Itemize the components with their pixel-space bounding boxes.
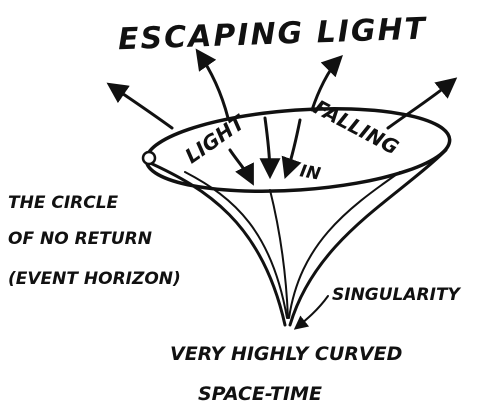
label-in: IN	[298, 161, 322, 184]
horizon-label-line1: THE CIRCLE	[8, 193, 119, 213]
horizon-label-line3: (EVENT HORIZON)	[8, 269, 181, 289]
funnel-left-wall	[148, 162, 285, 325]
falling-arrow-right	[286, 120, 300, 175]
label-light: LIGHT	[181, 109, 251, 168]
bottom-label-line2: SPACE-TIME	[198, 383, 322, 405]
title-escaping-light: ESCAPING LIGHT	[117, 11, 428, 57]
falling-arrow-center	[265, 118, 270, 175]
escaping-arrow-far-left	[110, 85, 172, 128]
bottom-label-line1: VERY HIGHLY CURVED	[170, 343, 402, 365]
escaping-light-arrows	[110, 52, 454, 128]
escaping-arrow-upper-left	[198, 52, 228, 118]
singularity-label: SINGULARITY	[332, 285, 462, 305]
falling-arrow-left	[230, 150, 252, 182]
event-horizon-label: THE CIRCLE OF NO RETURN (EVENT HORIZON)	[8, 193, 181, 289]
escaping-arrow-far-right	[388, 80, 454, 128]
event-horizon-point	[143, 152, 155, 164]
curved-spacetime-label: VERY HIGHLY CURVED SPACE-TIME	[170, 343, 402, 405]
horizon-label-line2: OF NO RETURN	[8, 229, 152, 249]
singularity-arrow	[296, 296, 328, 328]
